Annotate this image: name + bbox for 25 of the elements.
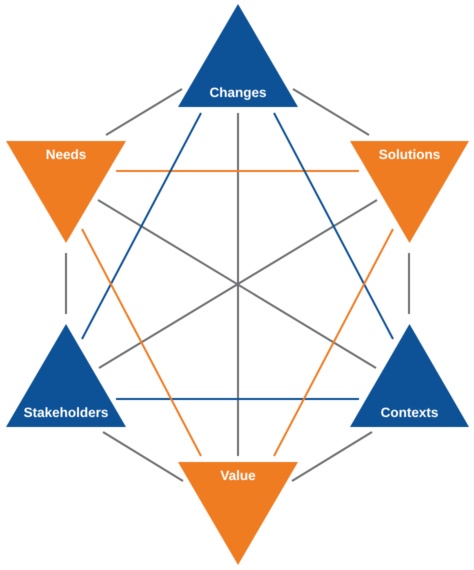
inverted-triangle [350,141,469,243]
connector-line [408,253,410,314]
node-label: Value [220,468,256,483]
connector-line [273,228,394,456]
connector-line [65,253,67,314]
node-label: Solutions [378,147,440,162]
connector-line [116,398,359,400]
connector-line [273,112,394,340]
triangle [6,324,126,427]
triangle [350,324,469,427]
node-label: Contexts [380,405,438,420]
connector-line [102,431,184,482]
triangle [178,4,298,107]
node-label: Changes [210,85,266,100]
connector-line [291,431,373,482]
connector-line [237,113,239,456]
connector-line [81,228,202,456]
connector-line [81,112,202,340]
connector-line [116,170,359,172]
inverted-triangle [6,141,126,243]
connector-line [292,88,370,136]
node-label: Needs [46,147,86,162]
inverted-triangle [178,462,298,565]
connector-line [105,88,183,136]
node-label: Stakeholders [24,405,108,420]
